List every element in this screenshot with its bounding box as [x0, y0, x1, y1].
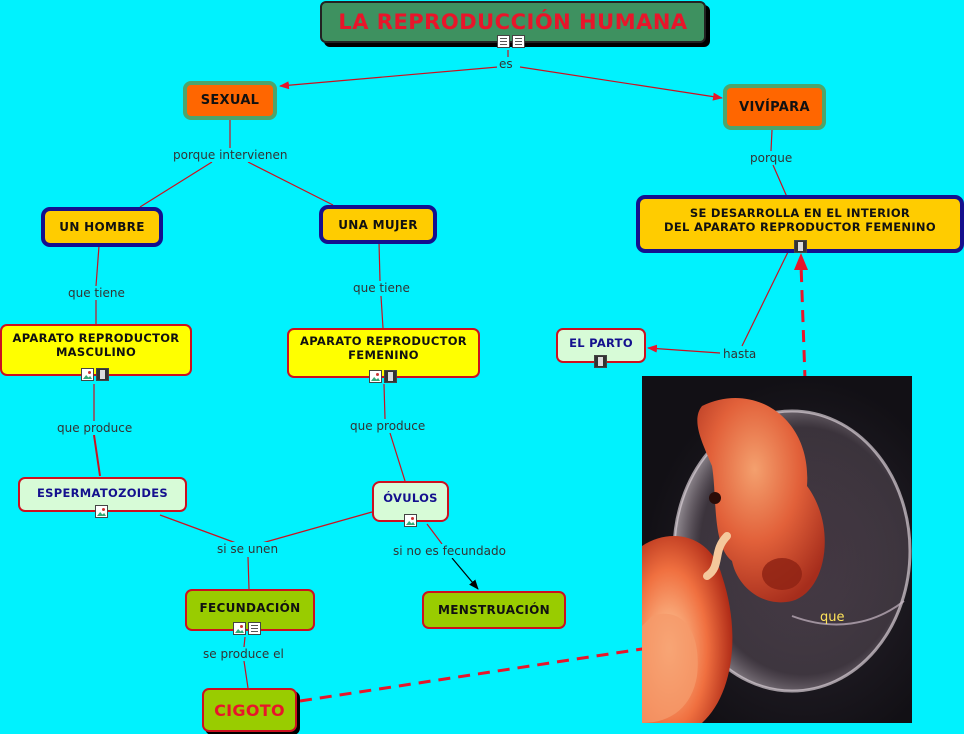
link-vivipara-porque: [770, 129, 773, 152]
node-el-parto-label: EL PARTO: [569, 335, 633, 350]
link-hasta-parto: [647, 344, 721, 354]
node-sexual-label: SEXUAL: [200, 93, 260, 108]
node-aparato-femenino[interactable]: APARATO REPRODUCTOR FEMENINO: [287, 328, 480, 378]
label-que-tiene-hombre: que tiene: [66, 286, 127, 300]
fecundacion-resources: [233, 622, 261, 635]
document-icon[interactable]: [248, 622, 261, 635]
node-aparato-femenino-label: APARATO REPRODUCTOR FEMENINO: [300, 334, 467, 362]
label-que-tiene-mujer: que tiene: [351, 281, 412, 295]
link-ovulos-sisunen: [261, 511, 373, 544]
link-sinoes-menstruacion: [451, 557, 479, 590]
image-icon[interactable]: [233, 622, 246, 635]
node-vivipara-label: VIVÍPARA: [739, 99, 810, 115]
link-ovulos-sinoes: [426, 523, 443, 545]
image-icon[interactable]: [404, 514, 417, 527]
interior-resources: [794, 240, 807, 253]
film-icon[interactable]: [96, 368, 109, 381]
label-que-produce-masculino: que produce: [55, 421, 135, 435]
film-icon[interactable]: [594, 355, 607, 368]
link-queproduce-ovulos: [389, 432, 406, 482]
page-title: LA REPRODUCCIÓN HUMANA: [338, 10, 688, 34]
link-quetiene-femenino: [380, 295, 384, 329]
label-que: que: [820, 610, 845, 625]
label-se-produce-el: se produce el: [201, 647, 286, 661]
label-hasta: hasta: [721, 347, 759, 361]
film-icon[interactable]: [794, 240, 807, 253]
label-porque-intervienen: porque intervienen: [171, 148, 290, 162]
node-cigoto-label: CIGOTO: [214, 700, 285, 720]
masculino-resources: [81, 368, 109, 381]
label-si-no-es-fecundado: si no es fecundado: [391, 544, 508, 558]
image-icon[interactable]: [81, 368, 94, 381]
link-seproduce-cigoto: [243, 660, 249, 689]
link-es-vivipara: [519, 66, 723, 101]
espermatozoides-resources: [95, 505, 108, 518]
embryo-photo: [642, 376, 912, 723]
link-hombre-quetiene: [95, 245, 100, 287]
femenino-resources: [369, 370, 397, 383]
node-un-hombre[interactable]: UN HOMBRE: [41, 207, 163, 247]
title-resources: [497, 35, 525, 48]
link-femenino-queproduce: [383, 383, 386, 420]
label-es: es: [497, 57, 515, 71]
node-fecundacion-label: FECUNDACIÓN: [199, 601, 301, 615]
image-icon[interactable]: [369, 370, 382, 383]
link-porque-interior: [772, 164, 788, 198]
parto-resources: [594, 355, 607, 368]
link-esperma-sisunen: [159, 514, 237, 544]
node-se-desarrolla-label: SE DESARROLLA EN EL INTERIOR DEL APARATO…: [664, 206, 936, 234]
link-queproduce-esperma: [93, 434, 101, 477]
node-una-mujer[interactable]: UNA MUJER: [319, 205, 437, 244]
node-menstruacion-label: MENSTRUACIÓN: [437, 603, 551, 617]
node-aparato-masculino-label: APARATO REPRODUCTOR MASCULINO: [12, 331, 180, 359]
ovulos-resources: [404, 514, 417, 527]
node-espermatozoides-label: ESPERMATOZOIDES: [37, 485, 168, 500]
link-porque-hombre: [139, 161, 213, 208]
label-si-se-unen: si se unen: [215, 542, 281, 556]
embryo-illustration: [642, 397, 912, 723]
node-menstruacion[interactable]: MENSTRUACIÓN: [422, 591, 566, 629]
document-icon[interactable]: [512, 35, 525, 48]
node-cigoto[interactable]: CIGOTO: [202, 688, 297, 732]
film-icon[interactable]: [384, 370, 397, 383]
node-un-hombre-label: UN HOMBRE: [59, 220, 145, 234]
label-que-produce-femenino: que produce: [348, 419, 428, 433]
link-interior-hasta: [741, 251, 789, 347]
link-porque-mujer: [247, 161, 334, 206]
node-sexual[interactable]: SEXUAL: [183, 81, 277, 120]
label-porque: porque: [748, 151, 795, 165]
document-icon[interactable]: [497, 35, 510, 48]
link-sisunen-fecundacion: [247, 556, 250, 590]
link-fecundacion-seproduce: [243, 636, 246, 648]
node-ovulos-label: ÓVULOS: [383, 490, 438, 505]
link-es-sexual: [279, 66, 499, 90]
image-icon[interactable]: [95, 505, 108, 518]
node-una-mujer-label: UNA MUJER: [338, 217, 418, 232]
dashed-arrowhead: [794, 253, 808, 270]
link-mujer-quetiene: [378, 241, 381, 282]
node-vivipara[interactable]: VIVÍPARA: [723, 84, 826, 130]
